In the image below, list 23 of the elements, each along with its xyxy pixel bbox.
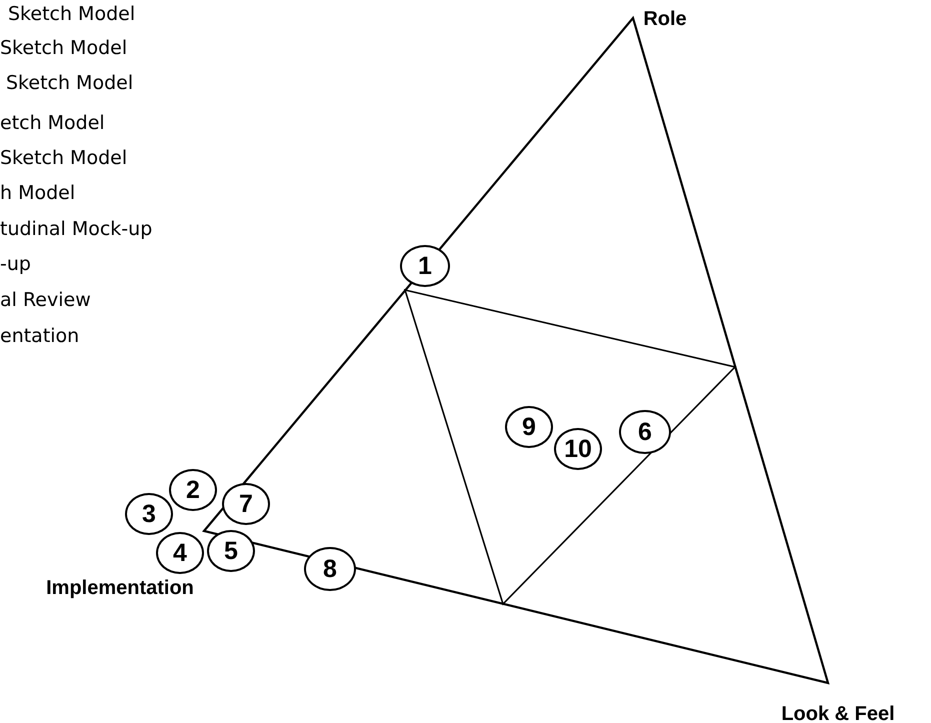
numbered-circle: 2 (169, 469, 217, 511)
axis-label: Look & Feel (781, 703, 895, 723)
axis-label: Implementation (46, 577, 194, 600)
list-item: al Review (0, 289, 91, 311)
numbered-circle: 5 (207, 530, 255, 572)
list-item: h Model (0, 182, 76, 204)
list-item: etch Model (0, 112, 105, 134)
list-item: tudinal Mock-up (0, 218, 152, 240)
numbered-circle: 6 (619, 410, 671, 454)
list-item: entation (0, 325, 80, 347)
list-item: Sketch Model (0, 147, 128, 169)
numbered-circle: 7 (222, 483, 270, 525)
numbered-circle: 4 (156, 532, 204, 574)
list-item: Sketch Model (0, 37, 128, 59)
list-item: Sketch Model (8, 3, 136, 25)
numbered-circle: 8 (304, 547, 356, 591)
numbered-circle: 9 (505, 406, 553, 448)
numbered-circle: 10 (554, 428, 602, 470)
list-item: Sketch Model (6, 72, 134, 94)
list-item: -up (0, 253, 31, 275)
numbered-circle: 1 (400, 245, 450, 287)
numbered-circle: 3 (125, 493, 173, 535)
axis-label: Role (643, 8, 687, 31)
